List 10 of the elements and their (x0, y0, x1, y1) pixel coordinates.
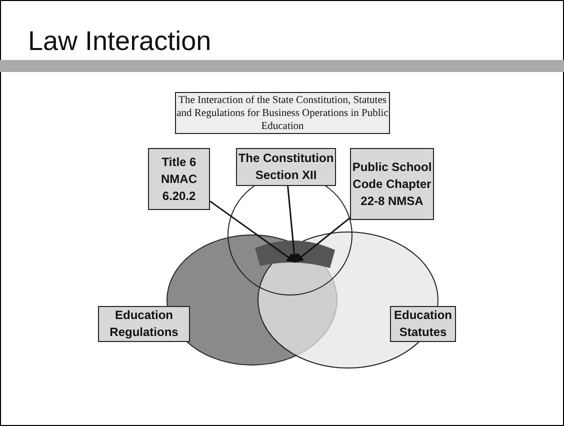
label-box: Education Regulations (98, 306, 190, 342)
label-box: Education Statutes (390, 306, 456, 342)
label-box: Title 6 NMAC 6.20.2 (148, 148, 210, 210)
slide-title: Law Interaction (28, 26, 212, 57)
title-box: The Interaction of the State Constitution, Statutes and Regulations for Business Operations in Public Education (175, 92, 390, 134)
arrow (294, 217, 350, 263)
label-box: The Constitution Section XII (236, 148, 336, 186)
arrow (287, 186, 299, 263)
arrow (210, 200, 296, 263)
label-box: Public School Code Chapter 22-8 NMSA (350, 148, 434, 220)
